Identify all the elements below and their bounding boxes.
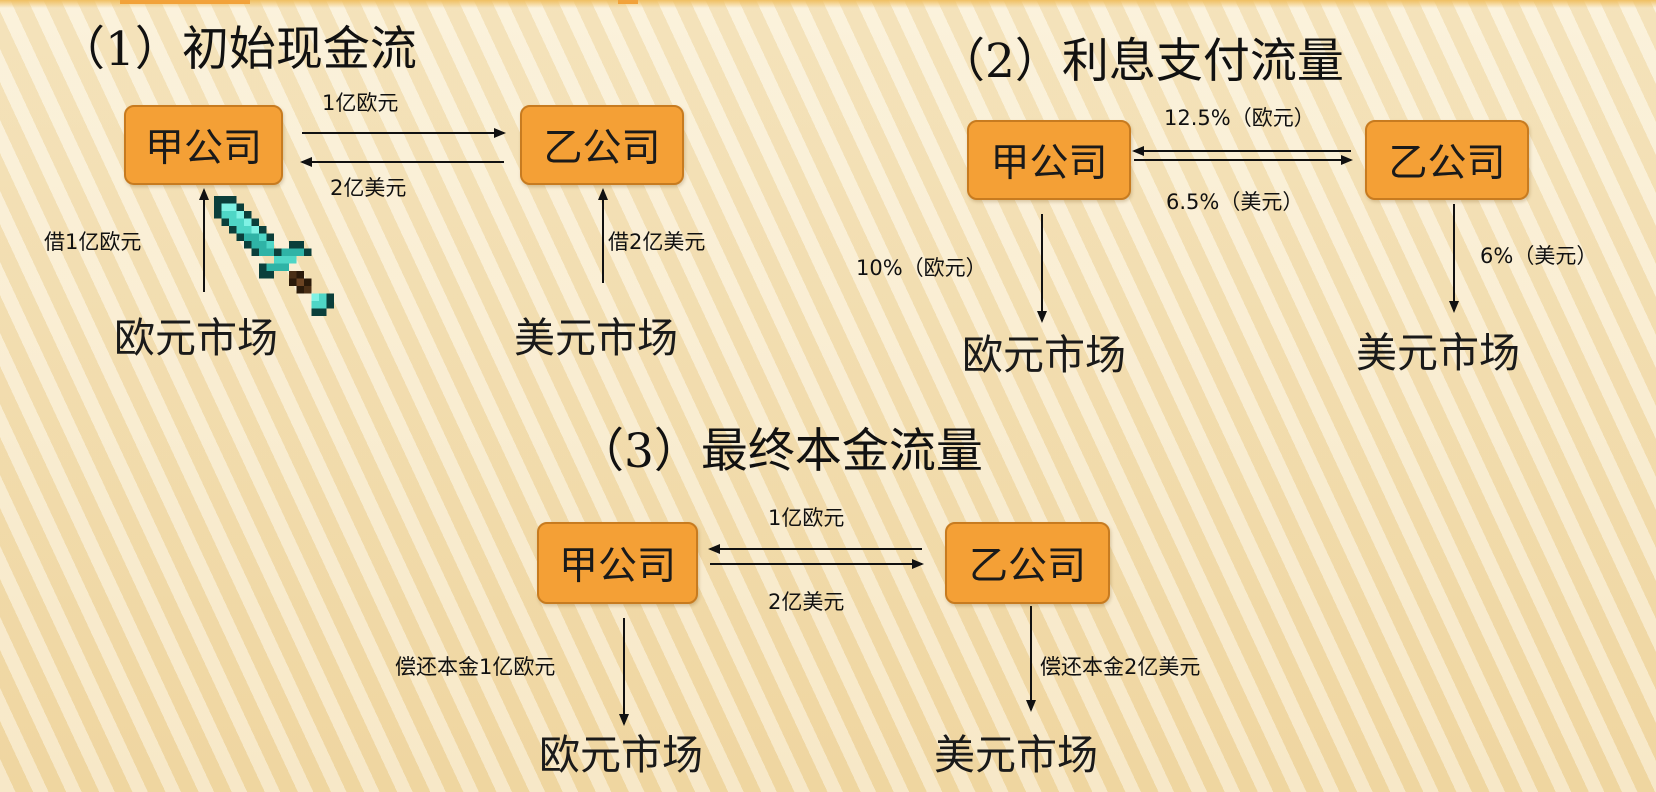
final-top-flow-label: 1亿欧元 bbox=[768, 506, 845, 530]
initial-right-borrow-label: 借2亿美元 bbox=[608, 230, 706, 254]
section-3-title: （3）最终本金流量 bbox=[577, 424, 983, 479]
company-b-box-initial: 乙公司 bbox=[520, 105, 684, 185]
final-left-repay-label: 偿还本金1亿欧元 bbox=[395, 655, 556, 679]
section-2-title: （2）利息支付流量 bbox=[938, 34, 1344, 89]
final-bottom-flow-label: 2亿美元 bbox=[768, 590, 845, 614]
interest-euro-market: 欧元市场 bbox=[962, 331, 1126, 379]
final-right-repay-label: 偿还本金2亿美元 bbox=[1040, 655, 1201, 679]
initial-bottom-flow-label: 2亿美元 bbox=[330, 176, 407, 200]
final-usd-market: 美元市场 bbox=[934, 731, 1098, 779]
interest-top-flow-label: 12.5%（欧元） bbox=[1164, 106, 1315, 130]
company-a-box-interest: 甲公司 bbox=[967, 120, 1131, 200]
company-a-box-final: 甲公司 bbox=[537, 522, 698, 604]
company-a-box-initial: 甲公司 bbox=[124, 105, 283, 185]
initial-euro-market: 欧元市场 bbox=[114, 314, 278, 362]
initial-usd-market: 美元市场 bbox=[514, 314, 678, 362]
top-accent-segment bbox=[618, 0, 638, 4]
company-b-box-final: 乙公司 bbox=[945, 522, 1110, 604]
top-accent-line bbox=[0, 0, 1656, 8]
company-b-box-interest: 乙公司 bbox=[1365, 120, 1529, 200]
section-1-title: （1）初始现金流 bbox=[58, 22, 417, 77]
interest-bottom-flow-label: 6.5%（美元） bbox=[1166, 190, 1304, 214]
final-euro-market: 欧元市场 bbox=[539, 731, 703, 779]
pixel-diamond-sword-icon bbox=[214, 196, 334, 316]
initial-left-borrow-label: 借1亿欧元 bbox=[44, 230, 142, 254]
interest-usd-market: 美元市场 bbox=[1356, 329, 1520, 377]
interest-left-flow-label: 10%（欧元） bbox=[856, 256, 987, 280]
interest-right-flow-label: 6%（美元） bbox=[1480, 244, 1598, 268]
top-accent-segment bbox=[120, 0, 250, 4]
initial-top-flow-label: 1亿欧元 bbox=[322, 91, 399, 115]
